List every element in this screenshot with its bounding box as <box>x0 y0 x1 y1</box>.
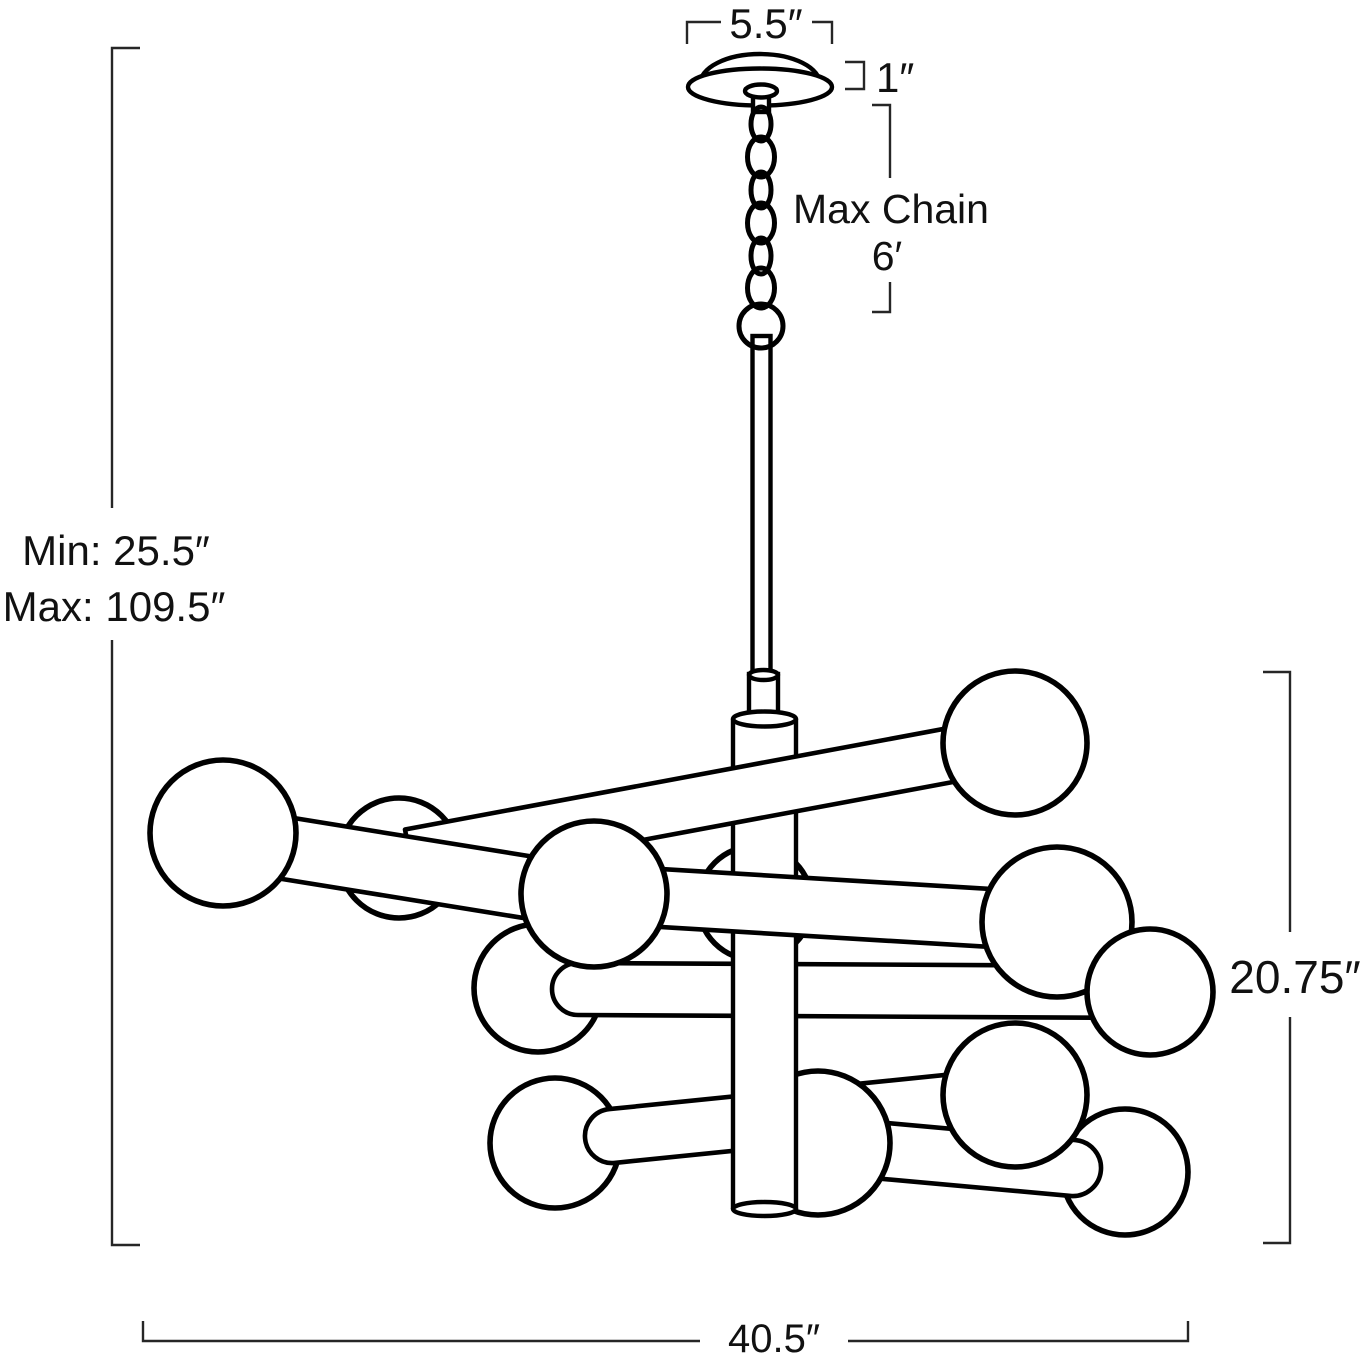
canopy-height-label: 1″ <box>876 54 914 101</box>
chain-link <box>745 265 777 311</box>
column-top-rim <box>730 709 799 729</box>
overall-height-bracket <box>110 46 140 1247</box>
globe-bulb <box>147 757 299 909</box>
chain-link <box>745 200 777 246</box>
fixture-width-label: 40.5″ <box>728 1317 820 1360</box>
chain-link <box>748 235 774 277</box>
fixture-height-bracket <box>1263 670 1292 1245</box>
central-column <box>730 667 799 1219</box>
fixture-width-line <box>141 1321 1190 1343</box>
globe-bulb <box>940 1020 1090 1170</box>
drop-rod <box>750 333 773 679</box>
fixture-height-label: 20.75″ <box>1229 951 1360 1003</box>
globe-bulb <box>940 668 1090 818</box>
chain-link <box>748 104 774 144</box>
chandelier-drawing <box>147 51 1216 1238</box>
height-min-label: Min: 25.5″ <box>22 527 210 574</box>
arm-tube <box>549 960 1153 1021</box>
globe-bulb <box>1084 926 1216 1058</box>
canopy-nipple <box>742 82 780 100</box>
chain-link <box>745 134 777 180</box>
height-max-label: Max: 109.5″ <box>3 583 226 630</box>
canopy-height-bracket <box>845 60 866 91</box>
chain-link <box>748 169 774 211</box>
hanging-chain <box>745 104 777 311</box>
max-chain-label: Max Chain <box>793 186 989 232</box>
dimension-brackets <box>110 20 1292 1343</box>
max-chain-bracket <box>872 103 892 314</box>
chain-ring <box>736 301 786 351</box>
canopy-width-bracket <box>685 20 834 44</box>
canopy-width-label: 5.5″ <box>729 0 802 47</box>
dimension-labels: 5.5″ 1″ Max Chain 6′ Min: 25.5″ Max: 109… <box>3 0 1360 1360</box>
globe-bulb <box>518 818 670 970</box>
column-bottom-rim <box>730 1199 799 1219</box>
collar-top <box>746 667 781 683</box>
ceiling-canopy <box>685 51 835 115</box>
max-chain-value: 6′ <box>872 233 903 279</box>
